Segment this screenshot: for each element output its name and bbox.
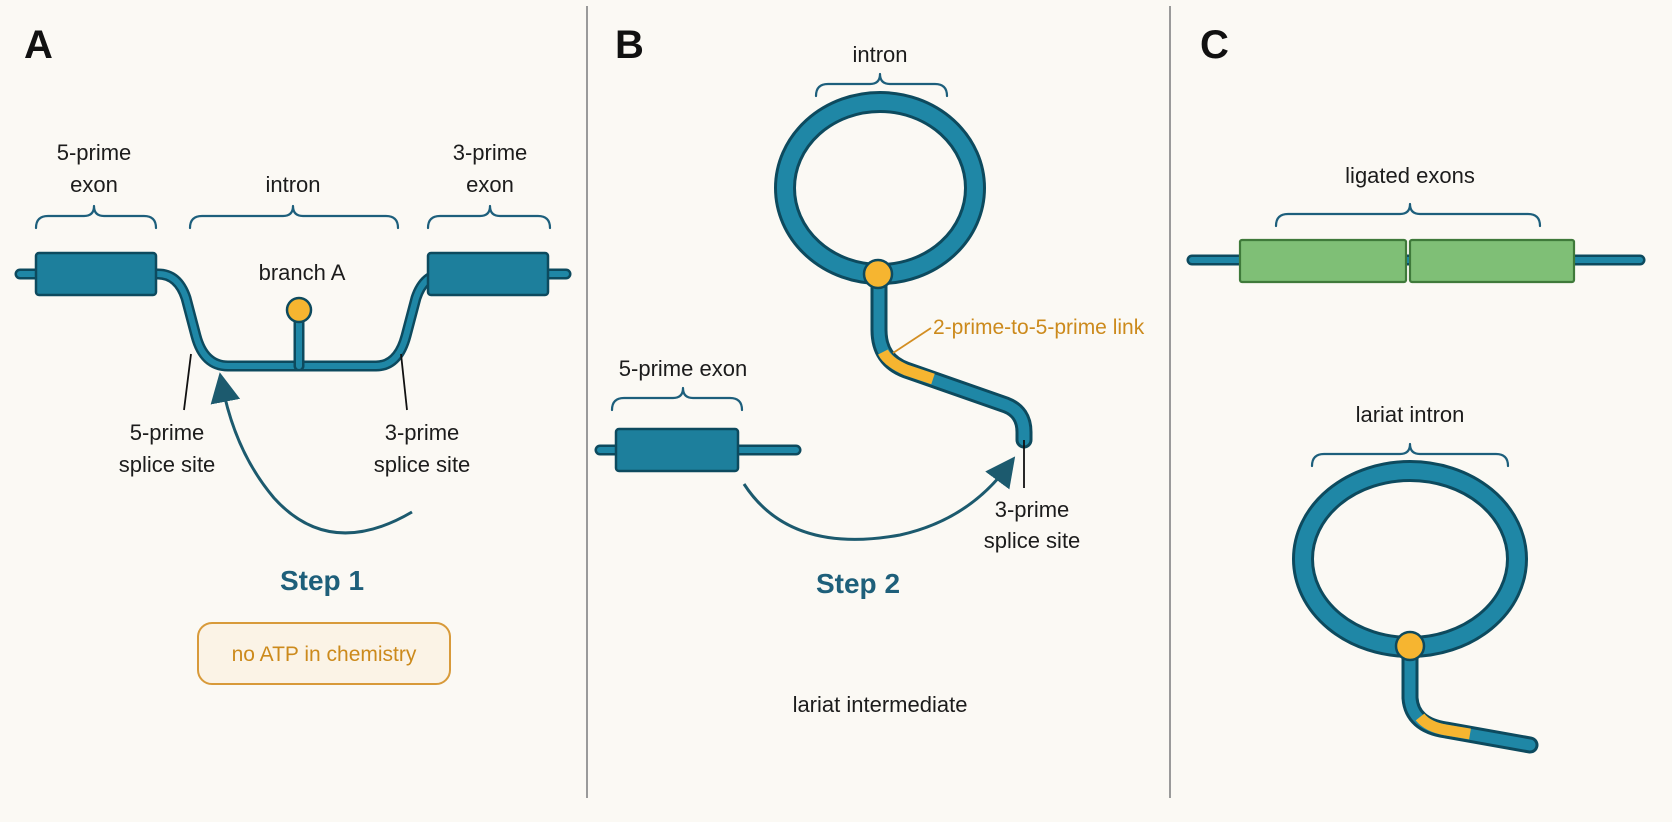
three-prime-site-label-line1: 3-prime — [385, 420, 460, 445]
b-five-prime-exon-box — [614, 427, 740, 473]
panel-c: C ligated exons lariat intron — [1186, 23, 1646, 754]
ligated-exons-label: ligated exons — [1345, 163, 1475, 188]
lariat-intron-label: lariat intron — [1356, 402, 1465, 427]
intron-label: intron — [265, 172, 320, 197]
no-atp-note-box — [197, 622, 451, 685]
b-three-prime-site-label-line2: splice site — [984, 528, 1081, 553]
ligated-exon-left — [1238, 238, 1408, 284]
step1-label: Step 1 — [280, 565, 364, 596]
released-lariat-branch-dot — [1394, 630, 1426, 662]
three-prime-site-label-line2: splice site — [374, 452, 471, 477]
three-prime-exon-box — [426, 251, 550, 297]
branch-point-dot — [285, 296, 313, 324]
panel-letter-b: B — [615, 23, 644, 67]
panel-a: A 5-prime exon intron 3-prime exon branc… — [14, 23, 572, 685]
no-atp-note-text: no ATP in chemistry — [232, 643, 417, 666]
ligated-exons-brace — [1274, 202, 1542, 228]
panel-letter-a: A — [24, 23, 53, 67]
five-prime-exon-brace — [34, 204, 158, 230]
b-five-prime-exon-label: 5-prime exon — [619, 356, 747, 381]
three-prime-exon-label-line2: exon — [466, 172, 514, 197]
step2-arrow — [742, 456, 1016, 541]
lariat-branch-dot — [862, 258, 894, 290]
three-prime-exon-brace — [426, 204, 552, 230]
branch-a-label: branch A — [259, 260, 346, 285]
lariat-intermediate-caption: lariat intermediate — [793, 692, 968, 717]
panel-letter-c: C — [1200, 23, 1229, 67]
three-prime-site-pointer — [400, 353, 408, 411]
step2-label: Step 2 — [816, 568, 900, 599]
released-lariat-loop — [1295, 463, 1525, 655]
five-prime-site-label-line2: splice site — [119, 452, 216, 477]
intron-brace — [188, 204, 400, 230]
step1-arrow — [210, 372, 413, 535]
five-prime-site-label-line1: 5-prime — [130, 420, 205, 445]
link-pointer — [892, 327, 932, 354]
five-prime-exon-label-line2: exon — [70, 172, 118, 197]
lariat-intron-top-label: intron — [852, 42, 907, 67]
five-prime-exon-box — [34, 251, 158, 297]
b-three-prime-site-label-line1: 3-prime — [995, 497, 1070, 522]
lariat-loop — [777, 94, 983, 282]
lariat-intron-brace — [1310, 442, 1510, 468]
lariat-intron-top-brace — [814, 72, 949, 98]
link-segment — [878, 349, 935, 385]
b-five-prime-exon-brace — [610, 386, 744, 412]
five-prime-site-pointer — [183, 353, 192, 411]
link-label: 2-prime-to-5-prime link — [933, 316, 1145, 339]
released-link-segment — [1415, 713, 1471, 740]
panel-b: B intron 2-prime-to-5-prime link 5-prime… — [594, 23, 1145, 717]
three-prime-exon-label-line1: 3-prime — [453, 140, 528, 165]
lariat-tail — [873, 270, 1030, 446]
five-prime-exon-label-line1: 5-prime — [57, 140, 132, 165]
ligated-exon-right — [1408, 238, 1576, 284]
lariat-tail-outline — [870, 267, 1033, 449]
